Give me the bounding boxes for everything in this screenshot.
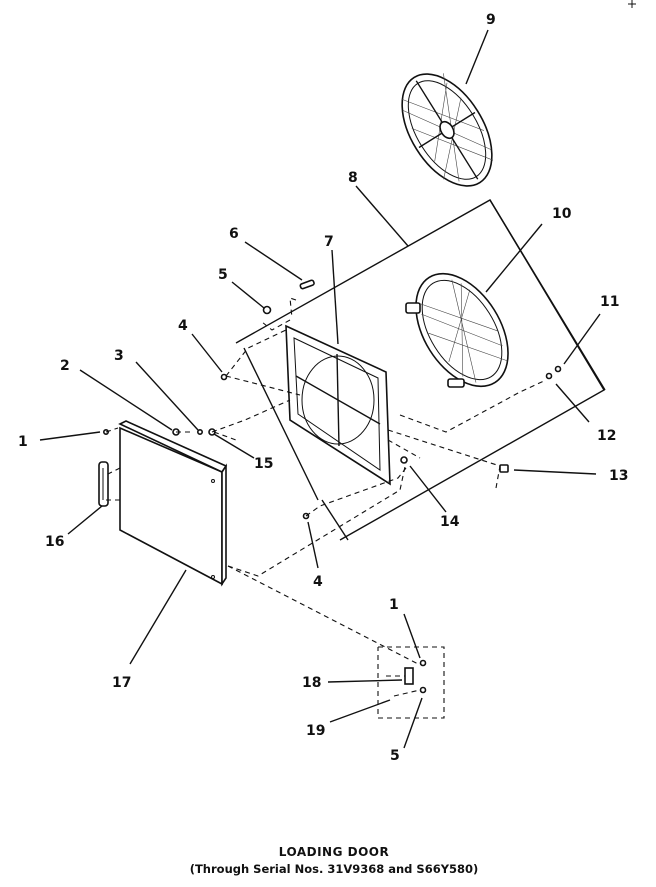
leader-lines: [39, 29, 601, 749]
caption-title: LOADING DOOR: [279, 845, 389, 859]
callout-4-top: 4: [178, 318, 188, 334]
callout-1-latch: 1: [389, 597, 399, 613]
callout-7: 7: [324, 234, 334, 250]
callout-19: 19: [306, 723, 325, 739]
hardware: [103, 279, 562, 520]
door-part-17: [118, 420, 228, 587]
callout-15: 15: [254, 456, 273, 472]
callout-14: 14: [440, 514, 460, 530]
frame-part-7: [285, 324, 391, 486]
panel-part-8: [235, 199, 606, 541]
callout-12: 12: [597, 428, 616, 444]
callout-1-left: 1: [18, 434, 28, 450]
callout-8: 8: [348, 170, 358, 186]
callout-5-latch: 5: [390, 748, 400, 764]
callout-3: 3: [114, 348, 124, 364]
callout-6: 6: [229, 226, 239, 242]
callout-18: 18: [302, 675, 321, 691]
callout-2: 2: [60, 358, 70, 374]
corner-mark: [628, 0, 636, 8]
screen-part-9: [401, 73, 494, 187]
screen-part-10: [405, 272, 509, 388]
callout-10: 10: [552, 206, 572, 222]
caption-subtitle: (Through Serial Nos. 31V9368 and S66Y580…: [190, 862, 479, 876]
callout-16: 16: [45, 534, 64, 550]
callout-5-top: 5: [218, 267, 228, 283]
handle-part-16: [98, 461, 109, 507]
latch-plate-part-18-19: [377, 646, 445, 719]
callout-9: 9: [486, 12, 496, 28]
callout-labels: 1 1 2 3 4 4 5 5 6 7 8 9 10 11 12 13 14 1…: [18, 12, 628, 764]
callout-13: 13: [609, 468, 628, 484]
callout-11: 11: [600, 294, 619, 310]
callout-17: 17: [112, 675, 131, 691]
callout-4-bottom: 4: [313, 574, 323, 590]
